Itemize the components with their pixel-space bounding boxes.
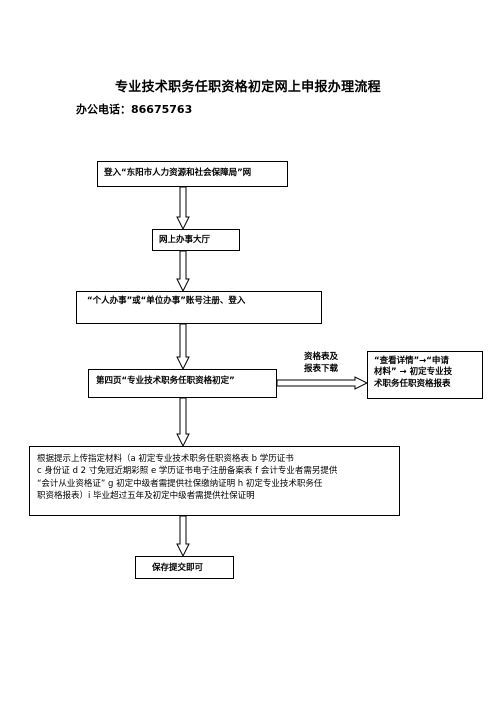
arrow-step4-to-step5 xyxy=(176,397,190,448)
step-page-four-text: 第四页“专业技术职务任职资格初定” xyxy=(96,376,235,386)
office-phone: 办公电话：86675763 xyxy=(76,103,193,116)
page-title: 专业技术职务任职资格初定网上申报办理流程 xyxy=(114,80,381,95)
upload-materials-line: 职资格报表）i 毕业超过五年及初定中级者需提供社保证明 xyxy=(37,490,255,501)
download-label: 资格表及 报表下载 xyxy=(298,351,344,376)
arrow-step5-to-step6 xyxy=(176,515,190,558)
step-save-submit-text: 保存提交即可 xyxy=(152,563,204,573)
upload-materials-line: 根据提示上传指定材料（a 初定专业技术职务任职资格表 b 学历证书 xyxy=(37,454,294,464)
side-note-line: 材料” → 初定专业技 xyxy=(374,367,453,378)
step-login-website-text: 登入“东阳市人力资源和社会保障局”网 xyxy=(104,168,252,178)
download-label-line: 报表下载 xyxy=(303,364,338,375)
side-note-line: 术职务任职资格报表 xyxy=(374,378,451,389)
step-online-hall-text: 网上办事大厅 xyxy=(159,235,211,245)
arrow-step1-to-step2 xyxy=(176,186,190,231)
step-upload-materials: 根据提示上传指定材料（a 初定专业技术职务任职资格表 b 学历证书 c 身份证 … xyxy=(29,446,400,516)
step-page-four: 第四页“专业技术职务任职资格初定” xyxy=(88,369,277,398)
step-register-login: “个人办事”或“单位办事”账号注册、登入 xyxy=(76,291,322,324)
arrow-step3-to-step4 xyxy=(176,323,190,371)
step-login-website: 登入“东阳市人力资源和社会保障局”网 xyxy=(97,161,288,187)
step-register-login-text: “个人办事”或“单位办事”账号注册、登入 xyxy=(87,296,246,306)
side-note-box: “查看详情”→“申请 材料” → 初定专业技 术职务任职资格报表 xyxy=(367,351,483,399)
step-online-hall: 网上办事大厅 xyxy=(152,229,240,251)
arrow-step2-to-step3 xyxy=(176,250,190,293)
arrow-step4-to-side xyxy=(276,376,369,390)
upload-materials-line: c 身份证 d 2 寸免冠近期彩照 e 学历证书电子注册备案表 f 会计专业者需… xyxy=(37,466,338,477)
upload-materials-line: “会计从业资格证” g 初定中级者需提供社保缴纳证明 h 初定专业技术职务任 xyxy=(37,478,323,489)
step-save-submit: 保存提交即可 xyxy=(135,556,234,579)
side-note-line: “查看详情”→“申请 xyxy=(374,356,449,366)
download-label-line: 资格表及 xyxy=(303,352,338,362)
